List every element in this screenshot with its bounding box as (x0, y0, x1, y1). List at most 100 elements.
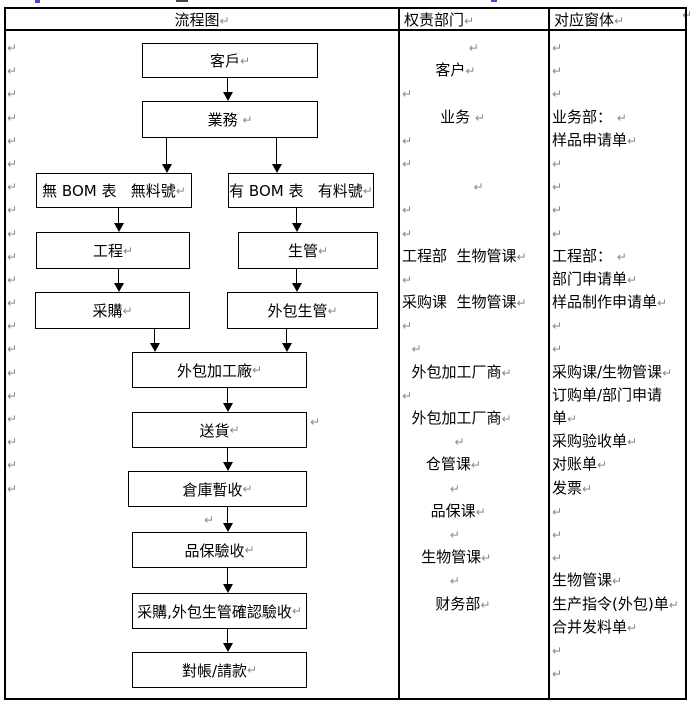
flow-box-label: 送貨 (199, 421, 230, 440)
text-line: ↵ (7, 268, 127, 291)
text-line: ↵ (402, 523, 548, 546)
paragraph-mark-icon: ↵ (242, 112, 253, 127)
paragraph-mark-icon: ↵ (552, 180, 563, 195)
paragraph-mark-icon: ↵ (291, 604, 302, 618)
flow-box-no-bom: 無 BOM 表 無料號↵ (36, 173, 192, 208)
paragraph-mark-icon: ↵ (627, 272, 638, 287)
flow-arrow (223, 628, 233, 652)
paragraph-mark-icon: ↵ (501, 365, 512, 380)
text-line: ↵ (7, 36, 127, 59)
paragraph-mark-icon: ↵ (204, 513, 215, 527)
flow-arrow (223, 507, 233, 532)
flow-arrow (292, 208, 302, 232)
text-line: ↵ (7, 453, 127, 476)
paragraph-mark-icon: ↵ (7, 342, 18, 357)
paragraph-mark-icon: ↵ (239, 53, 251, 68)
paragraph-mark-icon: ↵ (474, 110, 485, 125)
flow-box-label: 有 BOM 表 有料號 (229, 182, 363, 200)
text-line: ↵ (402, 82, 548, 105)
text-line: ↵ (402, 268, 548, 291)
flow-arrow (292, 269, 302, 292)
text-line: 样品申请单↵ (552, 130, 638, 149)
paragraph-mark-icon: ↵ (552, 156, 563, 171)
paragraph-mark-icon: ↵ (481, 551, 492, 566)
flow-arrow (223, 388, 233, 412)
text-line: ↵ (7, 314, 127, 337)
text-line: 采购课 生物管课↵ (402, 293, 527, 312)
flow-arrow (223, 448, 233, 471)
paragraph-mark-icon: ↵ (657, 296, 668, 311)
paragraph-mark-icon: ↵ (582, 481, 593, 496)
flow-arrow (114, 208, 124, 232)
paragraph-mark-icon: ↵ (402, 203, 413, 218)
text-line: ↵ (7, 129, 127, 152)
flow-box-label: 采購 (92, 302, 123, 320)
paragraph-mark-icon: ↵ (552, 64, 563, 79)
paragraph-mark-icon: ↵ (470, 458, 481, 473)
text-line: ↵ (7, 82, 127, 105)
paragraph-mark-icon: ↵ (402, 388, 413, 403)
paragraph-mark-icon: ↵ (242, 482, 253, 496)
header-department: 权责部门↵ (404, 9, 548, 29)
text-line: 发票↵ (552, 478, 593, 497)
text-line: ↵ (7, 245, 127, 268)
text-line: 财务部↵ (402, 594, 491, 613)
paragraph-mark-icon: ↵ (122, 243, 134, 258)
text-line: ↵ (7, 384, 127, 407)
flow-box-label: 無 BOM 表 無料號 (42, 182, 176, 200)
clipped-artifact (35, 0, 40, 3)
paragraph-mark-icon: ↵ (449, 574, 460, 589)
text-line: ↵ (7, 477, 127, 500)
text-line: ↵ (552, 152, 688, 175)
flow-box-warehouse-receipt: 倉庫暫收↵ (128, 471, 307, 507)
paragraph-mark-icon: ↵ (662, 365, 673, 380)
text-line: ↵ (402, 314, 548, 337)
text-line: 生物管课↵ (402, 548, 492, 567)
text-line: 单↵ (552, 409, 578, 427)
text-line: ↵ (552, 36, 688, 59)
paragraph-mark-icon: ↵ (468, 41, 479, 55)
text-line: ↵ (7, 152, 127, 175)
text-line: ↵ (552, 222, 688, 245)
paragraph-mark-icon: ↵ (7, 180, 18, 195)
paragraph-mark-icon: ↵ (244, 543, 255, 557)
text-line: 部门申请单↵ (552, 269, 638, 288)
paragraph-mark-icon: ↵ (7, 458, 18, 473)
flow-arrow (272, 138, 282, 173)
paragraph-mark-icon: ↵ (247, 663, 258, 677)
header-flowchart-label: 流程图 (174, 11, 220, 29)
paragraph-mark-icon: ↵ (614, 14, 625, 28)
paragraph-mark-icon: ↵ (219, 14, 230, 28)
flow-arrow (114, 269, 124, 292)
text-line: 样品制作申请单↵ (552, 293, 668, 312)
department-cell: ↵ 客户↵↵ 业务 ↵↵↵ ↵↵↵工程部 生物管课↵↵采购课 生物管课↵↵ ↵ … (402, 36, 548, 616)
text-line: ↵ (7, 291, 127, 314)
flow-box-delivery: 送貨↵ (132, 412, 307, 448)
text-line: ↵ (402, 430, 548, 453)
paragraph-mark-icon: ↵ (7, 365, 18, 380)
flow-box-production-control: 生管↵ (238, 232, 378, 269)
text-line: ↵ (7, 175, 127, 198)
header-flowchart: 流程图↵ (6, 9, 398, 29)
paragraph-mark-icon: ↵ (317, 243, 329, 258)
paragraph-mark-icon: ↵ (229, 423, 240, 437)
text-line: ↵ (552, 175, 688, 198)
text-line: ↵ (402, 384, 548, 407)
flowchart-cell-margin-marks: ↵↵↵↵↵↵↵↵↵↵↵↵↵↵↵↵↵↵↵↵ (7, 36, 127, 500)
text-line: ↵ (402, 152, 548, 175)
text-line: ↵ (7, 361, 127, 384)
paragraph-mark-icon: ↵ (552, 667, 563, 682)
paragraph-mark-icon: ↵ (7, 64, 18, 79)
paragraph-mark-icon: ↵ (552, 41, 563, 55)
header-department-label: 权责部门 (404, 11, 465, 29)
text-line: ↵ (552, 198, 688, 221)
text-line: ↵ (402, 569, 548, 592)
text-line: 采购课/生物管课↵ (552, 362, 673, 381)
text-line: ↵ (402, 222, 548, 245)
flow-box-label: 客戶 (209, 52, 240, 70)
paragraph-mark-icon: ↵ (473, 180, 484, 195)
paragraph-mark-icon: ↵ (7, 156, 18, 171)
paragraph-mark-icon: ↵ (516, 249, 527, 264)
header-forms: 对应窗体↵ (554, 9, 686, 29)
clipped-artifact (176, 0, 188, 2)
